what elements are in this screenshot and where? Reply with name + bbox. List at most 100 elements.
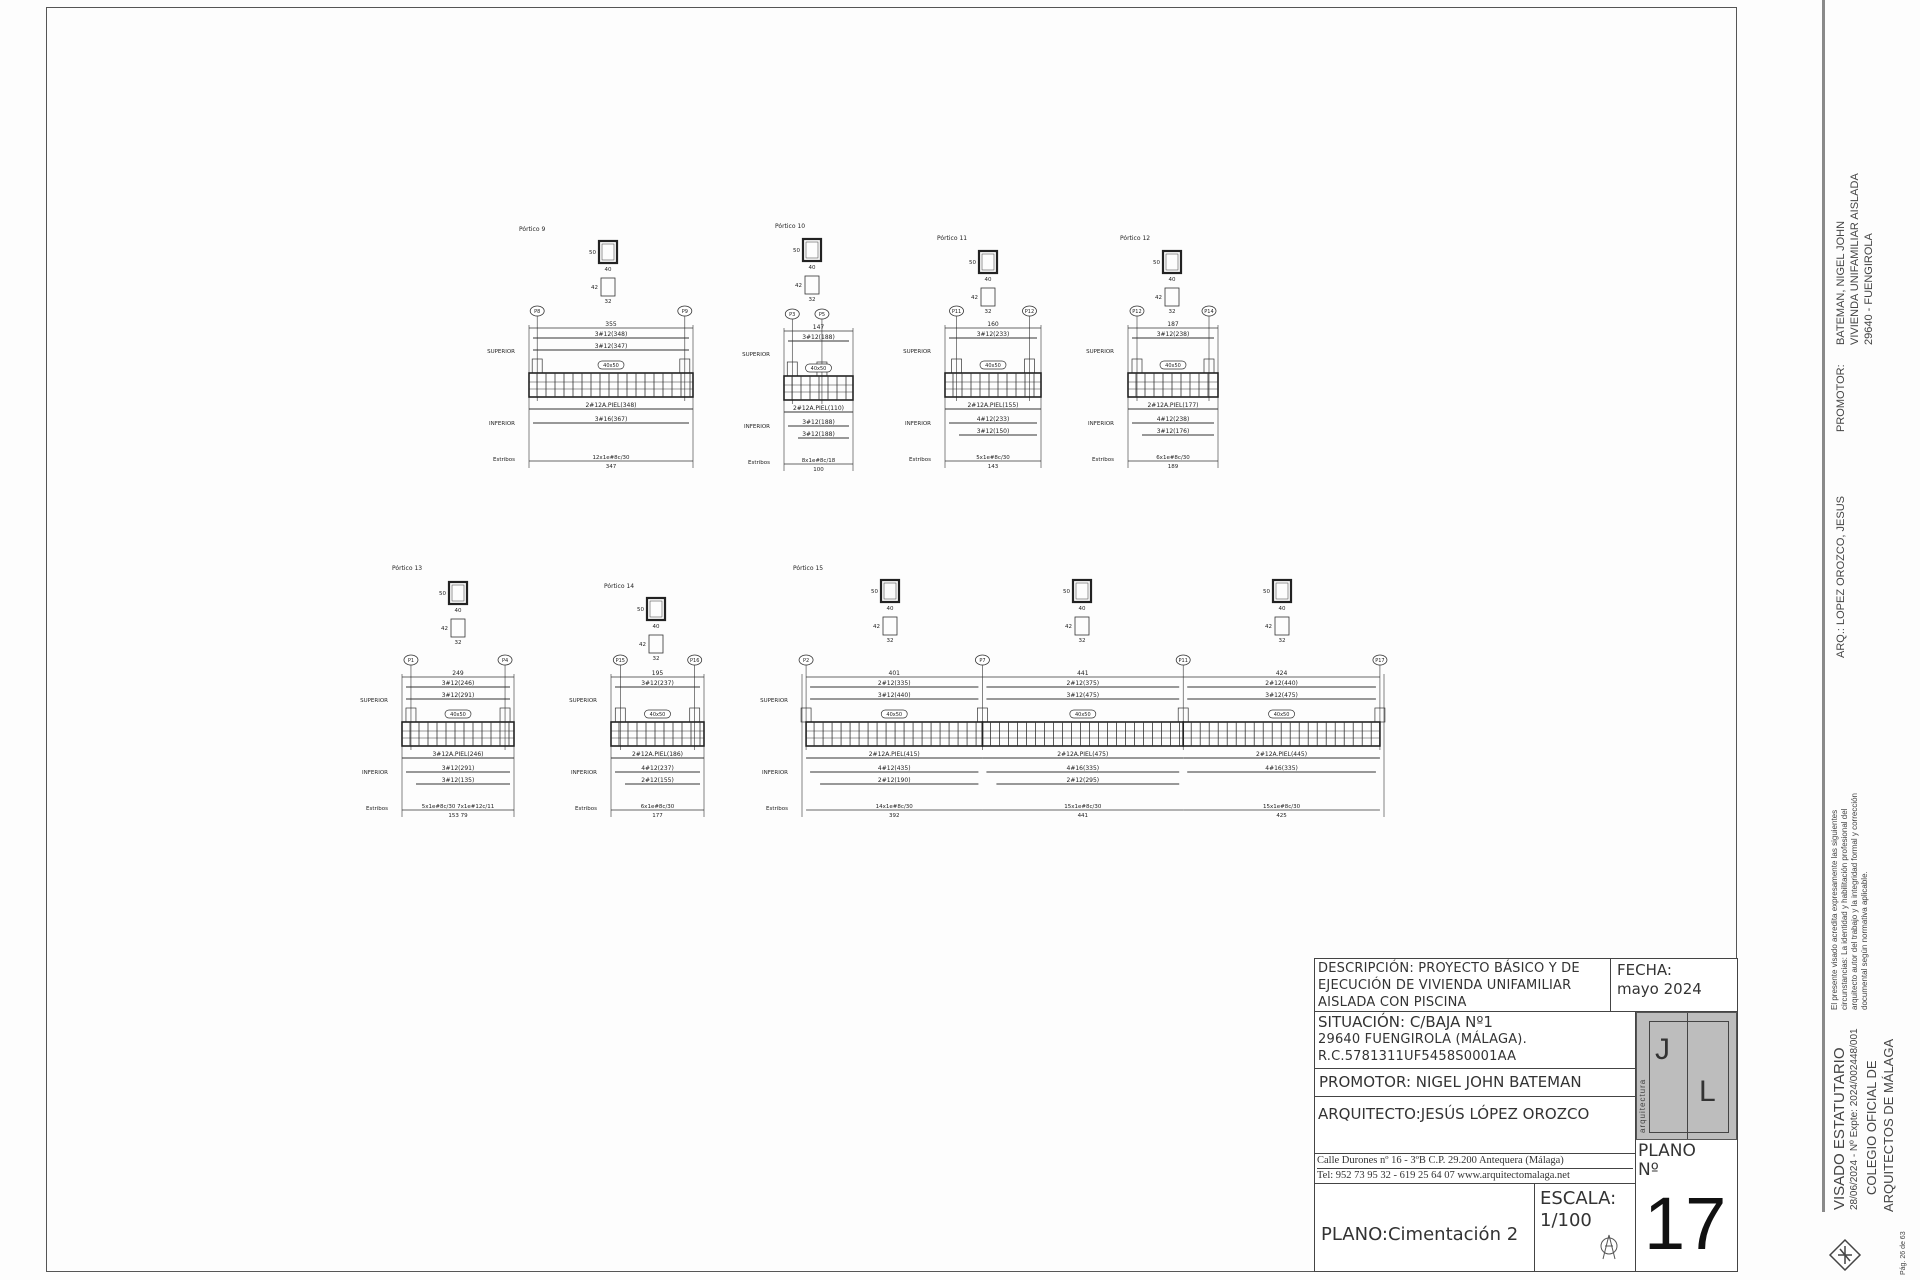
bottom-dimension: 347 (606, 464, 617, 470)
section-concrete (1164, 287, 1180, 307)
plano-cell: PLANO:Cimentación 2 (1315, 1184, 1535, 1271)
bottom-bar-label: 3#12(150) (977, 428, 1010, 435)
section-reinforced (1071, 578, 1093, 604)
section-width-label: 32 (1279, 638, 1286, 644)
bottom-bar-label: 3#16(367) (595, 416, 628, 423)
top-bar-label: 2#12(375) (1067, 680, 1100, 687)
superior-label: SUPERIOR (569, 698, 597, 704)
skin-bar-label: 2#12A.PIEL(348) (585, 402, 636, 409)
skin-bar-label: 2#12A.PIEL(155) (967, 402, 1018, 409)
span-dimension: 195 (652, 670, 664, 677)
escala-value: 1/100 (1540, 1210, 1592, 1231)
section-tag-label: 40x50 (1075, 712, 1091, 718)
section-width-label: 32 (1079, 638, 1086, 644)
estribos-label: Estribos (909, 457, 931, 463)
side-arq: ARQ.: LOPEZ OROZCO, JESUS (1835, 496, 1847, 658)
promotor-text: PROMOTOR: NIGEL JOHN BATEMAN (1319, 1073, 1582, 1091)
superior-label: SUPERIOR (1086, 349, 1114, 355)
beam-body (944, 372, 1042, 398)
beam-title: Pórtico 12 (1120, 235, 1150, 242)
beam-body (981, 721, 1185, 747)
inferior-label: INFERIOR (744, 424, 770, 430)
arquitecto-cell: ARQUITECTO:JESÚS LÓPEZ OROZCO (1315, 1097, 1636, 1154)
section-width-label: 40 (985, 277, 992, 283)
section-tag (880, 709, 908, 719)
top-bar-label: 3#12(475) (1265, 692, 1298, 699)
situacion-line-2: 29640 FUENGIROLA (MÁLAGA). (1318, 1032, 1527, 1047)
span-dimension: 147 (813, 324, 825, 331)
section-reinforced (801, 237, 823, 263)
beam-title: Pórtico 11 (937, 235, 967, 242)
section-width-label: 40 (887, 606, 894, 612)
logo-letter-l: L (1699, 1075, 1716, 1108)
section-tag-label: 40x50 (603, 363, 619, 369)
stirrup-label: 6x1e#8c/30 (641, 804, 675, 810)
fecha-label: FECHA: (1617, 961, 1672, 979)
section-tag (1268, 709, 1295, 719)
section-width-label: 40 (1079, 606, 1086, 612)
bottom-dimension: 100 (813, 467, 824, 473)
section-tag-label: 40x50 (450, 712, 466, 718)
arquitecto-text: ARQUITECTO:JESÚS LÓPEZ OROZCO (1318, 1105, 1590, 1123)
side-promotor-3: 29640 - FUENGIROLA (1863, 233, 1875, 345)
column-label: P9 (682, 309, 688, 315)
inferior-label: INFERIOR (362, 770, 388, 776)
top-bar-label: 3#12(237) (641, 680, 674, 687)
side-visado-exp: 28/06/2024 - Nº Expte: 2024/002448/001 (1849, 1028, 1860, 1210)
superior-label: SUPERIOR (360, 698, 388, 704)
span-dimension: 160 (987, 321, 999, 328)
bottom-bar-label: 4#12(238) (1157, 416, 1190, 423)
stirrup-label: 14x1e#8c/30 (876, 804, 914, 810)
section-width-label: 40 (455, 608, 462, 614)
side-colegio-2: ARQUITECTOS DE MÁLAGA (1881, 1038, 1896, 1212)
plano-number-label: PLANO Nº (1638, 1141, 1696, 1180)
section-concrete (804, 275, 820, 295)
beam-title: Pórtico 15 (793, 565, 823, 572)
bottom-bar-label: 2#12(190) (878, 777, 911, 784)
section-width-label: 40 (1169, 277, 1176, 283)
bottom-dimension: 177 (652, 813, 663, 819)
top-bar-label: 2#12(440) (1265, 680, 1298, 687)
section-concrete (450, 618, 466, 638)
stirrup-label: 5x1e#8c/30 7x1e#12c/11 (422, 804, 495, 810)
phone-web-text: Tel: 952 73 95 32 - 619 25 64 07 www.arq… (1317, 1170, 1570, 1181)
column-label: P11 (1179, 658, 1188, 664)
section-height-label: 50 (871, 589, 878, 595)
side-promotor-label: PROMOTOR: (1835, 364, 1847, 432)
section-reinforced (879, 578, 901, 604)
plano-name: PLANO:Cimentación 2 (1321, 1224, 1519, 1245)
section-width-label: 40 (653, 624, 660, 630)
section-tag (597, 360, 625, 370)
section-concrete (1074, 616, 1090, 636)
skin-bar-label: 2#12A.PIEL(445) (1256, 751, 1307, 758)
side-colegio-1: COLEGIO OFICIAL DE (1864, 1060, 1879, 1195)
bottom-dimension: 153 79 (448, 813, 468, 819)
top-bar-label: 3#12(348) (595, 331, 628, 338)
fecha-value: mayo 2024 (1617, 980, 1702, 998)
section-tag-label: 40x50 (811, 366, 827, 372)
stirrup-label: 15x1e#8c/30 (1064, 804, 1102, 810)
estribos-label: Estribos (493, 457, 515, 463)
side-page: Pág. 26 de 63 (1900, 1231, 1907, 1275)
beam-title: Pórtico 13 (392, 565, 422, 572)
section-height-label: 50 (1063, 589, 1070, 595)
side-visado-title: VISADO ESTATUTARIO (1831, 1047, 1848, 1210)
beam-title: Pórtico 10 (775, 223, 805, 230)
title-block: DESCRIPCIÓN: PROYECTO BÁSICO Y DE EJECUC… (1314, 958, 1738, 1272)
column-label: P17 (1375, 658, 1384, 664)
section-tag (805, 363, 832, 373)
bottom-bar-label: 4#12(435) (878, 765, 911, 772)
side-visado-note: El presente visado acredita expresamente… (1830, 793, 1869, 1010)
span-dimension: 424 (1276, 670, 1288, 677)
inferior-label: INFERIOR (905, 421, 931, 427)
address-cell: Calle Durones nº 16 - 3ºB C.P. 29.200 An… (1315, 1154, 1636, 1184)
column-label: P5 (819, 312, 825, 318)
column-label: P7 (979, 658, 985, 664)
situacion-line-3: R.C.5781311UF5458S0001AA (1318, 1049, 1517, 1064)
signature-stamp-icon (1600, 1234, 1618, 1260)
